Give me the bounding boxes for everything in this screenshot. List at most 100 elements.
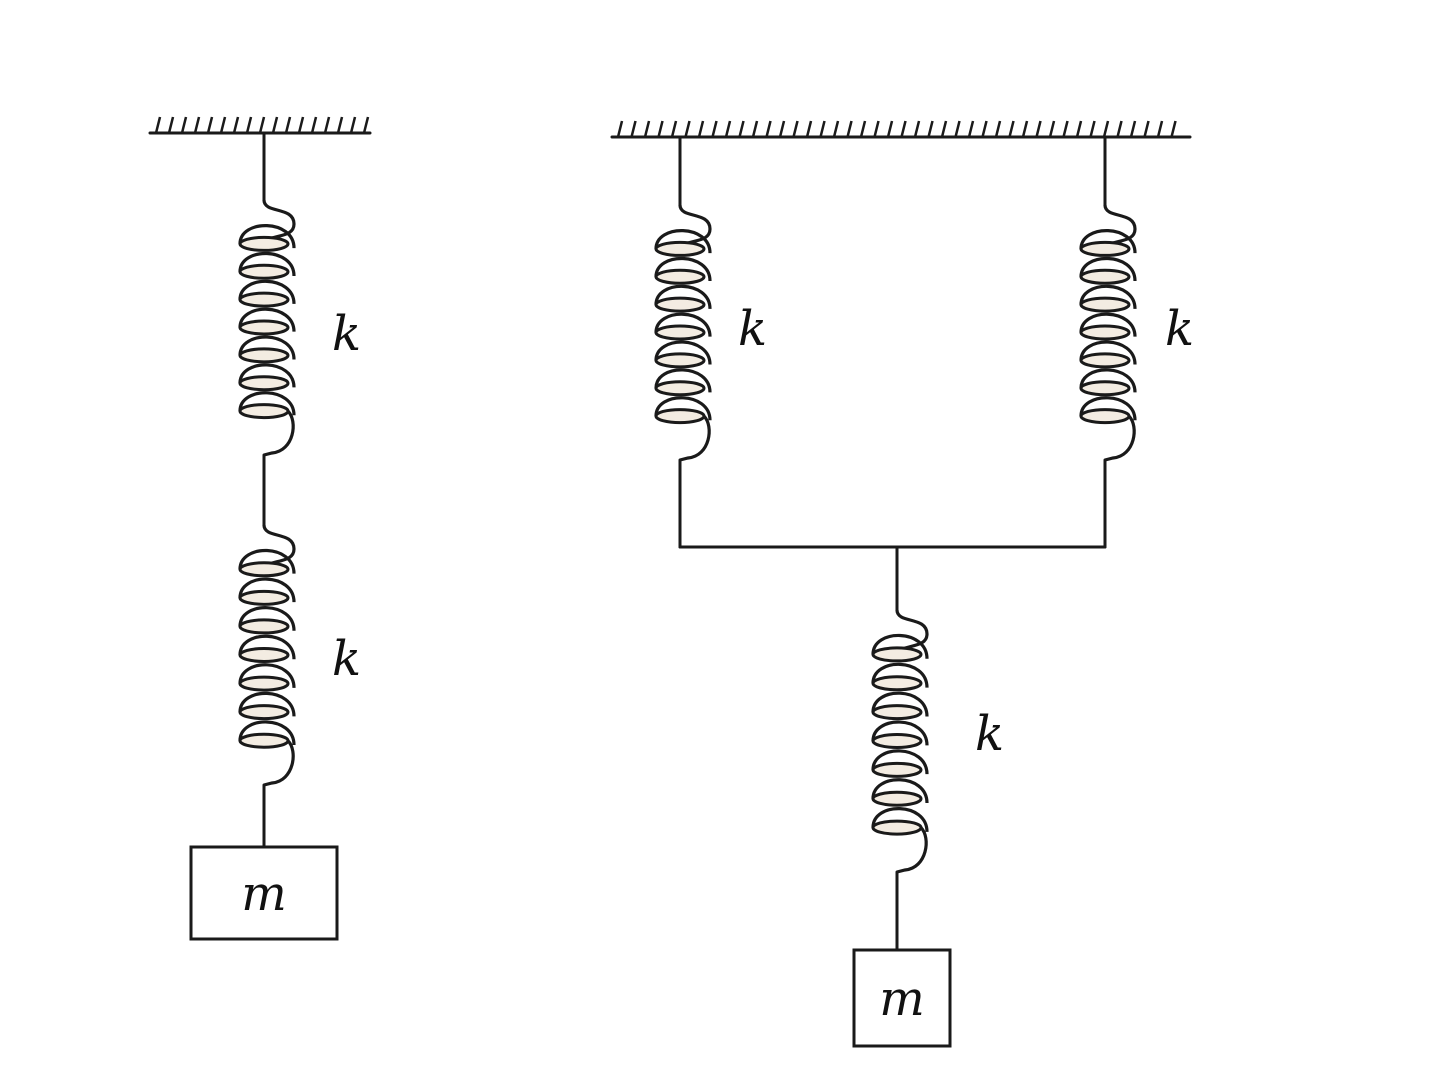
ceiling-hatch-mark xyxy=(219,116,227,134)
ceiling-hatch-mark xyxy=(232,116,240,134)
spring-coil-loop xyxy=(238,675,290,692)
ceiling-hatch-mark xyxy=(846,120,853,138)
ceiling-hatch-mark xyxy=(738,120,745,138)
ceiling-hatch-mark xyxy=(1102,120,1110,138)
spring-coil-back xyxy=(1079,256,1137,282)
spring-coil-back xyxy=(238,363,296,388)
right-mass-block xyxy=(852,948,952,1048)
spring-coil-loop xyxy=(871,761,923,778)
spring-coil-back xyxy=(871,778,929,804)
ceiling-hatch-mark xyxy=(284,116,292,134)
ceiling-hatch-mark xyxy=(819,120,826,138)
spring-coil-back xyxy=(654,229,712,254)
spring-coil-loop xyxy=(238,589,290,606)
ceiling-hatch-mark xyxy=(193,116,201,134)
ceiling-hatch-mark xyxy=(751,120,759,138)
spring-coil-loop xyxy=(871,790,923,807)
spring-coil-back xyxy=(871,749,929,775)
ceiling-hatch-mark xyxy=(873,120,880,138)
ceiling-hatch-mark xyxy=(310,116,318,134)
spring-coil-back xyxy=(1079,312,1137,337)
spring-coil-back xyxy=(1079,229,1137,254)
ceiling-hatch-mark xyxy=(336,116,344,134)
left-spring-upper xyxy=(238,199,296,457)
ceiling-hatch-mark xyxy=(981,120,988,138)
spring-coil-back xyxy=(871,691,929,717)
spring-coil-loop xyxy=(654,380,706,397)
right-spring-bottom xyxy=(871,609,929,874)
ceiling-hatch-mark xyxy=(323,116,331,134)
ceiling-hatch-mark xyxy=(657,120,664,138)
ceiling-hatch-mark xyxy=(670,120,678,138)
ceiling-hatch-mark xyxy=(1156,120,1164,138)
spring-coil-loop xyxy=(654,240,706,257)
spring-coil-back xyxy=(238,663,296,689)
ceiling-hatch-mark xyxy=(206,116,214,134)
spring-coil-back xyxy=(1079,368,1137,393)
spring-coil-loop xyxy=(1079,268,1131,285)
spring-coil-back xyxy=(238,577,296,603)
spring-hook xyxy=(679,414,711,462)
spring-coil-back xyxy=(871,807,929,833)
spring-hook xyxy=(263,739,295,787)
spring-coil-back xyxy=(238,335,296,360)
spring-coil-loop xyxy=(654,408,706,425)
spring-coil-back xyxy=(871,662,929,688)
ceiling-hatch-mark xyxy=(180,116,188,134)
left-mass-block xyxy=(189,845,339,941)
ceiling-hatch-mark xyxy=(349,116,357,134)
right-spring-right xyxy=(1079,204,1137,462)
ceiling-hatch-mark xyxy=(724,120,732,138)
left-mass-label: m xyxy=(241,866,287,922)
ceiling-hatch-mark xyxy=(1035,120,1042,138)
spring-coil-back xyxy=(238,224,296,249)
ceiling-hatch-mark xyxy=(913,120,921,138)
left-system: k k m xyxy=(148,116,372,941)
right-spring-right-label: k xyxy=(1165,301,1194,357)
spring-coil-back xyxy=(654,284,712,310)
ceiling-hatch-mark xyxy=(1129,120,1137,138)
spring-coil-loop xyxy=(238,732,290,749)
ceiling-hatch-mark xyxy=(630,120,637,138)
right-ceiling xyxy=(610,120,1192,139)
spring-coil-loop xyxy=(238,403,290,420)
spring-coil-loop xyxy=(871,819,923,836)
ceiling-hatch-mark xyxy=(711,120,718,138)
spring-coil-loop xyxy=(871,646,923,663)
ceiling-hatch-mark xyxy=(1021,120,1029,138)
ceiling-hatch-mark xyxy=(1089,120,1096,138)
spring-coil-back xyxy=(238,279,296,305)
ceiling-hatch-mark xyxy=(297,116,305,134)
spring-coil-back xyxy=(654,340,712,365)
left-spring-lower xyxy=(238,524,296,787)
spring-coil-loop xyxy=(238,375,290,392)
spring-coil-loop xyxy=(238,263,290,280)
spring-hook xyxy=(896,826,928,874)
ceiling-hatch-mark xyxy=(154,116,162,134)
spring-coil-loop xyxy=(238,618,290,635)
spring-coil-back xyxy=(238,634,296,660)
ceiling-hatch-mark xyxy=(778,120,786,138)
spring-coil-back xyxy=(1079,396,1137,421)
spring-coil-back xyxy=(654,312,712,337)
ceiling-hatch-mark xyxy=(927,120,934,138)
spring-coil-loop xyxy=(238,561,290,578)
ceiling-hatch-mark xyxy=(616,120,624,138)
ceiling-hatch-mark xyxy=(684,120,691,138)
ceiling-hatch-mark xyxy=(859,120,867,138)
spring-coil-back xyxy=(871,720,929,746)
ceiling-hatch-mark xyxy=(900,120,907,138)
spring-coil-loop xyxy=(1079,296,1131,313)
spring-coil-back xyxy=(871,633,929,659)
spring-coil-loop xyxy=(654,296,706,313)
ceiling-hatch-mark xyxy=(1116,120,1123,138)
spring-coil-back xyxy=(238,606,296,631)
ceiling-hatch-mark xyxy=(886,120,894,138)
spring-coil-back xyxy=(1079,284,1137,310)
left-spring-upper-label: k xyxy=(332,306,361,362)
spring-coil-loop xyxy=(238,647,290,663)
spring-coil-back xyxy=(654,256,712,282)
spring-coil-back xyxy=(654,368,712,393)
ceiling-hatch-mark xyxy=(805,120,813,138)
